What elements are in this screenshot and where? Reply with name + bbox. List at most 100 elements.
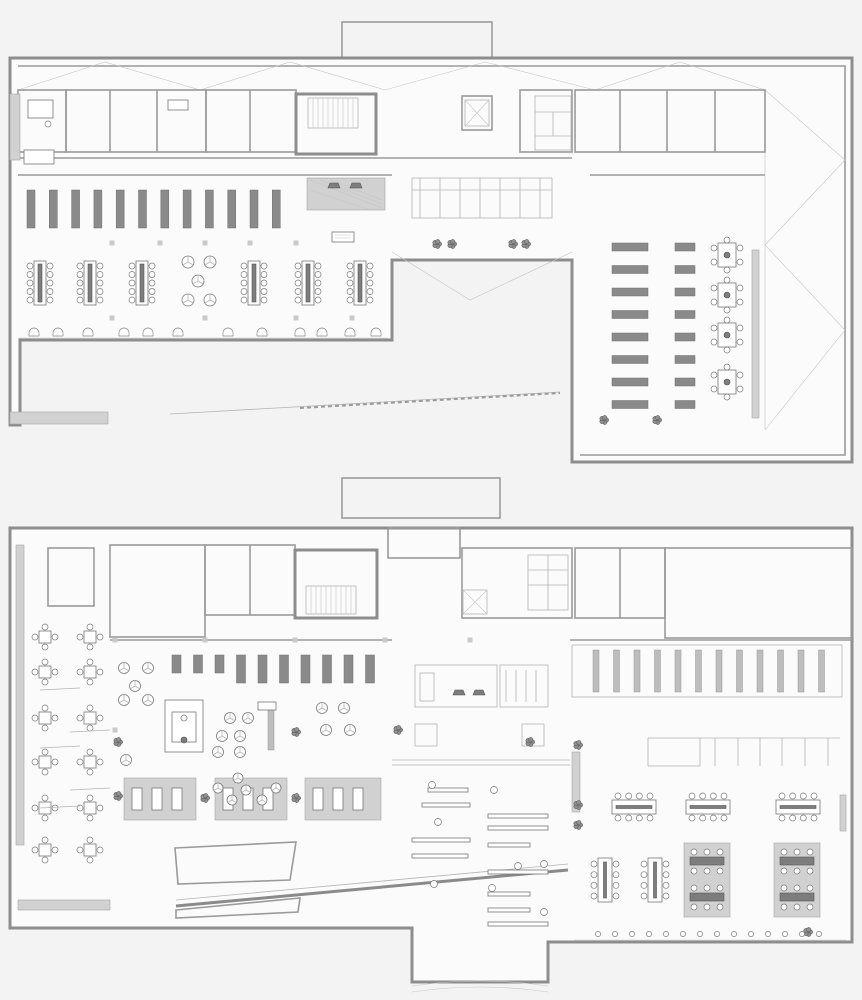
ground-bookshelf — [257, 654, 268, 684]
chair — [710, 385, 718, 393]
wing-shelf — [674, 242, 696, 252]
ground-entry-steps — [411, 980, 549, 993]
chair — [590, 892, 598, 900]
chair — [806, 848, 814, 856]
lounge-chair — [316, 327, 328, 337]
chair — [366, 296, 374, 304]
round-table-divider — [182, 299, 189, 304]
group-work-booths — [683, 842, 821, 918]
chair — [46, 271, 54, 278]
chair — [314, 296, 322, 304]
chair — [810, 792, 818, 800]
reading-table-lamp-strip — [139, 263, 145, 303]
tall-shelf — [654, 649, 661, 693]
wing-table-lamp — [723, 331, 731, 339]
round-table-divider — [217, 735, 223, 740]
potted-plant — [576, 820, 582, 826]
round-table-divider — [235, 751, 241, 756]
structural-column — [202, 240, 208, 246]
lounge-chair — [52, 327, 64, 337]
round-table-divider — [321, 729, 327, 734]
chair — [128, 279, 136, 287]
cafe-chair — [41, 794, 49, 802]
chair — [793, 848, 801, 856]
lounge-chair — [82, 327, 94, 337]
group-work-partitions — [571, 644, 847, 832]
cafe-chair — [86, 794, 94, 802]
chair — [76, 271, 84, 278]
reading-table-lamp-strip — [87, 263, 93, 303]
cafe-chair — [31, 668, 39, 676]
potted-plant — [576, 800, 582, 806]
upper-reading-table-group — [26, 260, 374, 306]
chair — [646, 814, 654, 822]
chair — [294, 262, 302, 270]
ramp-bench — [411, 853, 469, 859]
wing-shelf — [674, 310, 696, 319]
chair — [46, 296, 54, 304]
chair — [96, 288, 104, 295]
chair — [625, 814, 633, 822]
ramp-stool — [514, 862, 522, 870]
wing-shelf — [611, 287, 649, 297]
stool — [748, 931, 754, 937]
cafe-chair — [41, 724, 49, 732]
study-room-table — [352, 787, 364, 811]
chair — [76, 296, 84, 304]
structural-column — [109, 315, 115, 321]
round-table-divider — [125, 759, 131, 764]
ground-perimeter-rooms — [109, 527, 853, 641]
round-table-divider — [239, 735, 245, 740]
chair — [710, 244, 718, 252]
potted-plant — [576, 740, 582, 746]
cafe-chair — [31, 758, 39, 766]
cafe-chair — [31, 804, 39, 812]
wing-shelf — [674, 355, 696, 364]
cafe-chair — [41, 768, 49, 776]
cafe-table — [38, 755, 52, 769]
chair — [366, 279, 374, 287]
round-table-divider — [182, 261, 189, 266]
ramp-stool — [428, 781, 436, 789]
round-table-divider — [217, 787, 223, 791]
round-table-divider — [221, 735, 227, 740]
cafe-table — [83, 843, 97, 857]
upper-southwest-ledge — [9, 411, 109, 425]
potted-plant — [396, 725, 402, 731]
bookshelf — [71, 189, 80, 229]
chair — [723, 316, 731, 324]
ground-west-bench — [17, 899, 111, 911]
chair — [710, 298, 718, 306]
wing-shelf — [611, 377, 649, 387]
chair — [148, 296, 156, 304]
chair — [789, 814, 797, 822]
round-table-divider — [321, 707, 327, 712]
ground-bookshelf — [365, 654, 375, 684]
ramp-stool — [434, 818, 442, 826]
cafe-chair — [96, 633, 104, 641]
chair — [26, 279, 34, 287]
chair — [346, 296, 354, 304]
lounge-chair — [344, 327, 356, 337]
chair — [723, 236, 731, 244]
chair — [294, 288, 302, 295]
round-table-divider — [121, 759, 127, 764]
ground-bookshelf — [214, 654, 225, 674]
structural-column — [202, 637, 208, 643]
chair — [614, 792, 622, 800]
upper-elevator — [464, 99, 490, 127]
wing-shelf — [611, 242, 649, 252]
ground-stair — [305, 585, 357, 615]
potted-plant — [450, 239, 456, 245]
round-table-divider — [343, 707, 349, 712]
upper-lounge-seating-row — [18, 327, 388, 339]
wing-table-lamp — [723, 251, 731, 259]
cafe-benches — [39, 687, 111, 809]
ground-bookshelf — [279, 654, 289, 684]
chair — [635, 814, 643, 822]
chair — [810, 814, 818, 822]
round-table-divider — [233, 777, 239, 781]
chair — [723, 266, 731, 274]
ramp-bench — [427, 787, 469, 793]
chair — [699, 814, 707, 822]
